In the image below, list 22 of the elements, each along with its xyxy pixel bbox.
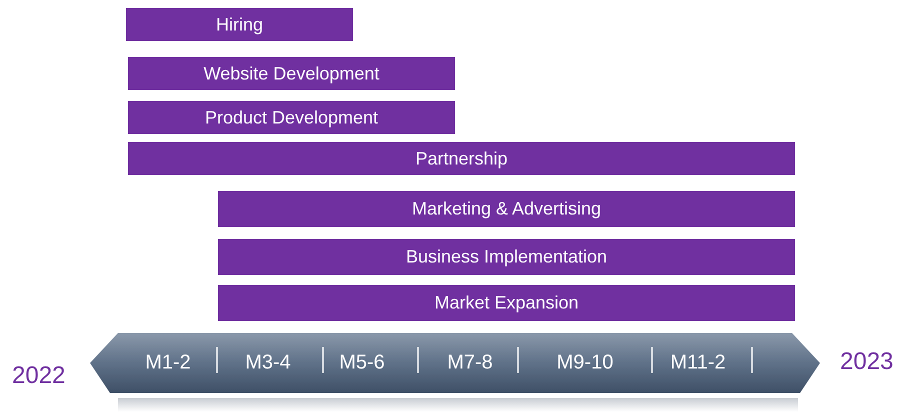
month-label: M9-10	[556, 352, 614, 374]
task-label: Product Development	[204, 107, 380, 128]
task-label: Website Development	[202, 63, 380, 84]
month-label: M7-8	[447, 352, 493, 374]
task-label: Marketing & Advertising	[410, 198, 602, 220]
task-bar	[128, 101, 455, 134]
month-label: M11-2	[670, 352, 726, 374]
task-label: Market Expansion	[433, 292, 580, 314]
task-bar	[126, 8, 353, 41]
year-label: 2022	[12, 362, 66, 390]
task-bar	[218, 285, 795, 321]
task-label: Business Implementation	[404, 246, 608, 268]
task-bar	[128, 142, 795, 175]
month-label: M1-2	[145, 352, 191, 374]
month-label: M3-4	[245, 352, 291, 374]
task-label: Partnership	[414, 148, 509, 169]
task-bar	[218, 239, 795, 275]
month-label: M5-6	[339, 352, 385, 374]
task-label: Hiring	[214, 14, 264, 35]
task-bar	[218, 191, 795, 227]
task-bar	[128, 57, 455, 90]
year-label: 2023	[840, 348, 894, 376]
